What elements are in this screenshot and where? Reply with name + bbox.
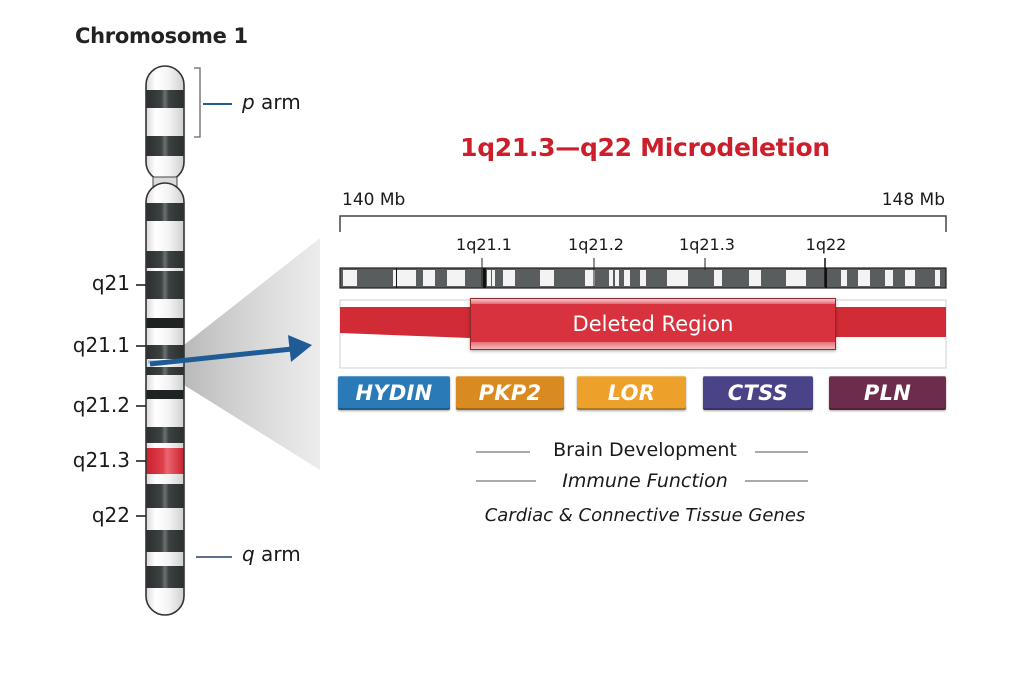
gene-lor: LOR bbox=[577, 376, 686, 410]
track-band bbox=[585, 270, 595, 286]
track-dark-band bbox=[825, 268, 827, 288]
band-label-q21-2: q21.2 bbox=[72, 393, 130, 417]
function-brain-development: Brain Development bbox=[553, 439, 737, 461]
track-band bbox=[423, 270, 435, 286]
zoom-arrow bbox=[149, 335, 312, 367]
chromosome-title: Chromosome 1 bbox=[75, 24, 248, 48]
deleted-region-box: Deleted Region bbox=[470, 298, 836, 350]
track-band bbox=[487, 270, 491, 286]
gene-hydin: HYDIN bbox=[338, 376, 450, 410]
q-arm-suffix: arm bbox=[254, 542, 301, 566]
track-band bbox=[841, 270, 847, 286]
q-arm-label: q arm bbox=[242, 542, 301, 566]
ideogram-track bbox=[339, 267, 947, 289]
track-band bbox=[540, 270, 554, 286]
track-band bbox=[667, 270, 679, 286]
track-band bbox=[615, 270, 619, 286]
track-band bbox=[935, 270, 940, 286]
track-band bbox=[343, 270, 357, 286]
p-arm-label: p arm bbox=[242, 90, 301, 114]
deleted-region-label: Deleted Region bbox=[572, 312, 734, 336]
microdeletion-title: 1q21.3—q22 Microdeletion bbox=[460, 133, 830, 162]
sub-band-1q21-2: 1q21.2 bbox=[568, 235, 624, 254]
track-band bbox=[447, 270, 465, 286]
track-band bbox=[858, 270, 870, 286]
sub-band-1q21-3: 1q21.3 bbox=[679, 235, 735, 254]
band-label-q22: q22 bbox=[91, 503, 130, 527]
track-band bbox=[885, 270, 893, 286]
q-arm-letter: q bbox=[242, 542, 255, 566]
scale-bracket bbox=[339, 215, 947, 232]
band-label-q21-1: q21.1 bbox=[72, 333, 130, 357]
track-band bbox=[749, 270, 761, 286]
track-band bbox=[905, 270, 915, 286]
sub-band-1q22: 1q22 bbox=[805, 235, 847, 254]
track-band bbox=[609, 270, 613, 286]
track-dark-band bbox=[396, 268, 397, 288]
q-arm bbox=[146, 183, 184, 615]
sub-band-1q21-1: 1q21.1 bbox=[456, 235, 512, 254]
track-band bbox=[492, 270, 495, 286]
gene-pln: PLN bbox=[829, 376, 946, 410]
track-band bbox=[714, 270, 722, 286]
track-band bbox=[503, 270, 515, 286]
scale-end-label: 148 Mb bbox=[881, 190, 945, 210]
p-arm-letter: p bbox=[242, 90, 255, 114]
band-label-q21-3: q21.3 bbox=[72, 448, 130, 472]
p-arm-suffix: arm bbox=[254, 90, 301, 114]
scale-start-label: 140 Mb bbox=[342, 190, 406, 210]
function-cardiac-connective: Cardiac & Connective Tissue Genes bbox=[484, 505, 806, 526]
gene-ctss: CTSS bbox=[703, 376, 813, 410]
track-band bbox=[786, 270, 806, 286]
function-immune: Immune Function bbox=[562, 470, 728, 492]
highlighted-band-q21-3 bbox=[146, 448, 184, 474]
p-arm bbox=[146, 66, 184, 181]
track-band bbox=[402, 270, 416, 286]
gene-pkp2: PKP2 bbox=[456, 376, 564, 410]
track-band bbox=[678, 270, 688, 286]
track-band bbox=[640, 270, 646, 286]
track-band bbox=[624, 270, 630, 286]
band-label-q21: q21 bbox=[91, 271, 130, 295]
track-dark-band bbox=[483, 268, 486, 288]
p-arm-bracket bbox=[194, 67, 201, 138]
